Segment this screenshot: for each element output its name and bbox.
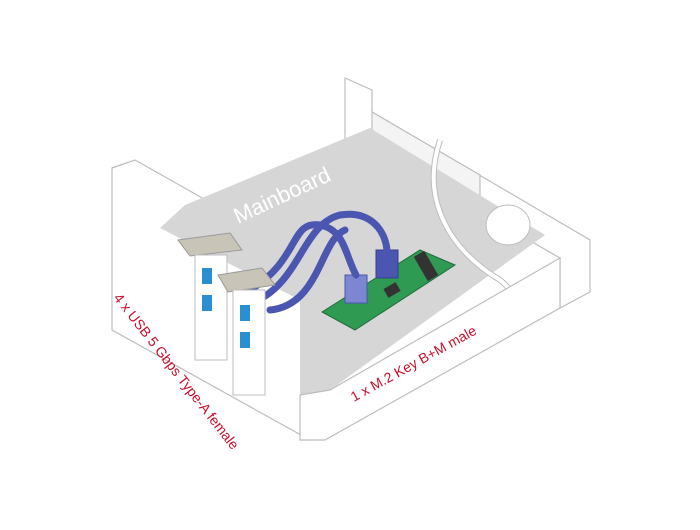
usb-cables <box>241 210 391 314</box>
usb-port-icon <box>240 305 250 321</box>
usb-header <box>375 249 399 279</box>
usb-port-icon <box>202 295 212 311</box>
m2-slot-connector <box>413 250 439 282</box>
usb-header <box>344 274 368 304</box>
chip <box>383 282 401 298</box>
usb-port-icon <box>240 332 250 348</box>
slot-bracket-1 <box>177 232 243 361</box>
slot-bracket-2 <box>217 267 276 396</box>
front-wall <box>299 256 561 441</box>
usb-port-icon <box>202 268 212 284</box>
fan-cylinder <box>485 204 531 246</box>
